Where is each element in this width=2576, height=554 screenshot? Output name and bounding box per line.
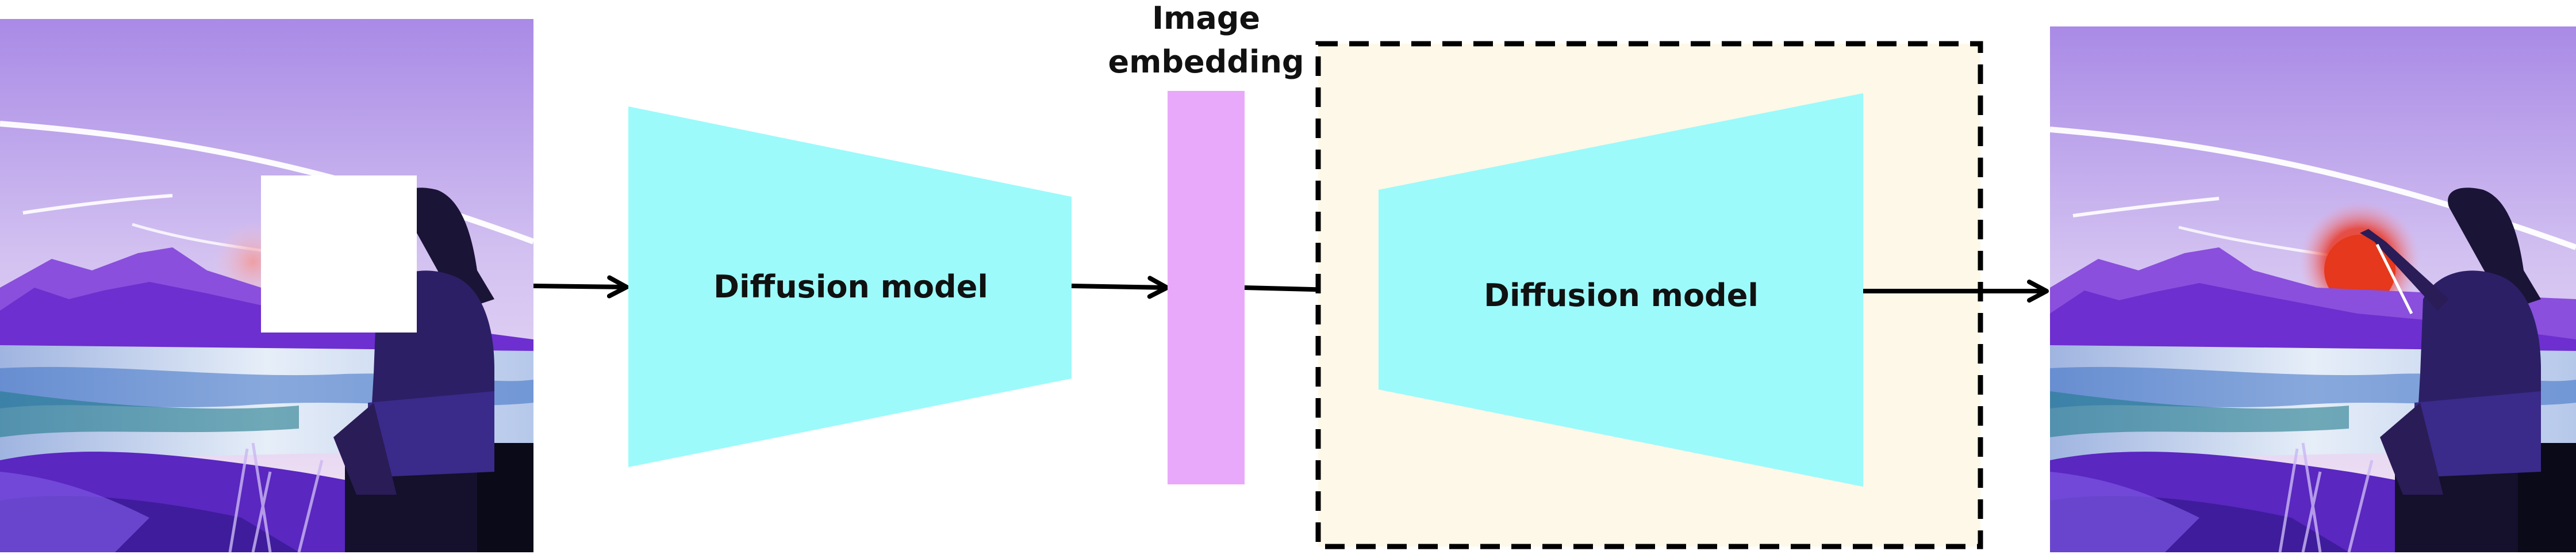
arrow-encoder-to-embedding [1071,276,1169,299]
arrow-input-to-encoder [533,275,629,299]
decoder-block: Diffusion model [1379,93,1863,487]
inpainted-output-image [2049,26,2576,553]
embedding-bar [1168,91,1245,484]
decoder-label: Diffusion model [1484,277,1759,314]
encoder-label: Diffusion model [713,269,988,305]
masked-input-image [0,19,535,553]
encoder-block: Diffusion model [628,106,1072,467]
image-embedding: Image embedding [1108,0,1304,484]
embedding-label-line2: embedding [1108,44,1304,80]
embedding-label-line1: Image [1152,0,1260,36]
